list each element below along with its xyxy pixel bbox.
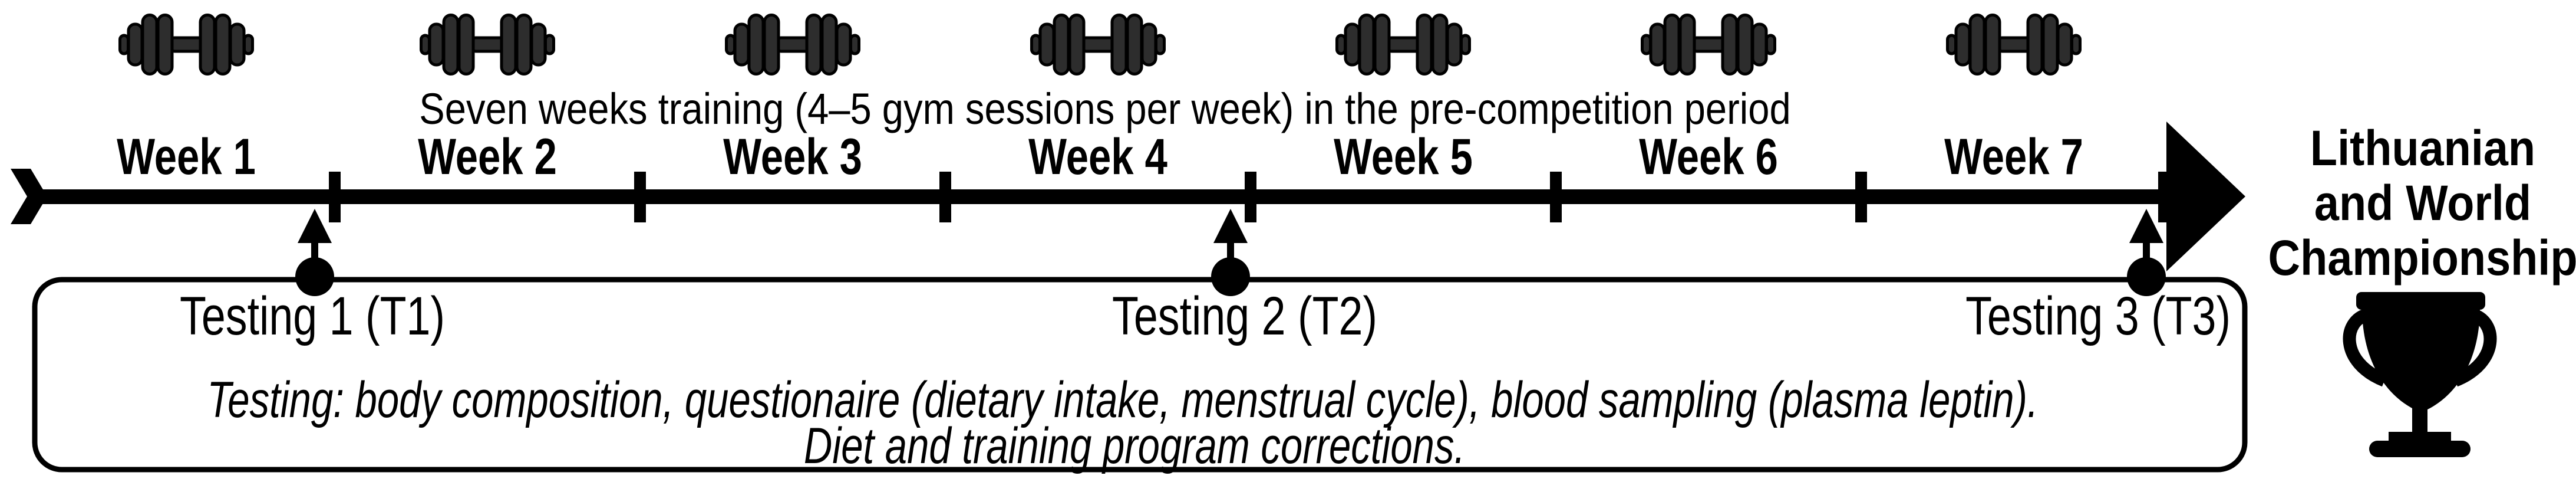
dumbbell-icon (421, 15, 554, 74)
testing-1-label: Testing 1 (T1) (180, 286, 445, 346)
tick (1550, 172, 1562, 222)
trophy-icon (2350, 292, 2491, 457)
testing-description-line1: Testing: body composition, questionaire … (207, 372, 2039, 428)
tick (634, 172, 646, 222)
dot-with-up-arrow-icon (1211, 209, 1250, 296)
week-label-6: Week 6 (1639, 129, 1778, 185)
arrow-head-icon (2166, 122, 2245, 271)
tick (329, 172, 341, 222)
week-label-4: Week 4 (1028, 129, 1167, 185)
dumbbell-icon (1337, 15, 1470, 74)
gym-session-icons (120, 15, 2080, 74)
week-ticks (329, 172, 2170, 222)
timeline-axis (11, 122, 2245, 271)
championship-line3: Championship (2268, 230, 2576, 286)
week-label-7: Week 7 (1944, 129, 2083, 185)
tick (939, 172, 951, 222)
tick (1855, 172, 1867, 222)
testing-box-outline (32, 277, 2248, 473)
dumbbell-icon (1642, 15, 1775, 74)
championship-line1: Lithuanian (2310, 120, 2536, 176)
dumbbell-icon (727, 15, 859, 74)
testing-markers (295, 209, 2166, 296)
week-label-5: Week 5 (1334, 129, 1473, 185)
testing-3-label: Testing 3 (T3) (1965, 286, 2231, 346)
dumbbell-icon (1948, 15, 2080, 74)
timeline-bar (35, 189, 2172, 204)
week-label-3: Week 3 (723, 129, 862, 185)
chevron-right-icon (11, 169, 47, 224)
dumbbell-icon (1032, 15, 1165, 74)
tick (1245, 172, 1256, 222)
championship-line2: and World (2314, 175, 2532, 231)
championship-label: Lithuanian and World Championship (2268, 121, 2576, 286)
dot-with-up-arrow-icon (295, 209, 334, 296)
pre-competition-caption: Seven weeks training (4–5 gym sessions p… (419, 84, 1791, 133)
dumbbell-icon (120, 15, 253, 74)
testing-2-label: Testing 2 (T2) (1112, 286, 1377, 346)
week-label-2: Week 2 (418, 129, 557, 185)
week-label-1: Week 1 (117, 129, 256, 185)
dot-with-up-arrow-icon (2127, 209, 2166, 296)
testing-description-line2: Diet and training program corrections. (803, 418, 1466, 474)
